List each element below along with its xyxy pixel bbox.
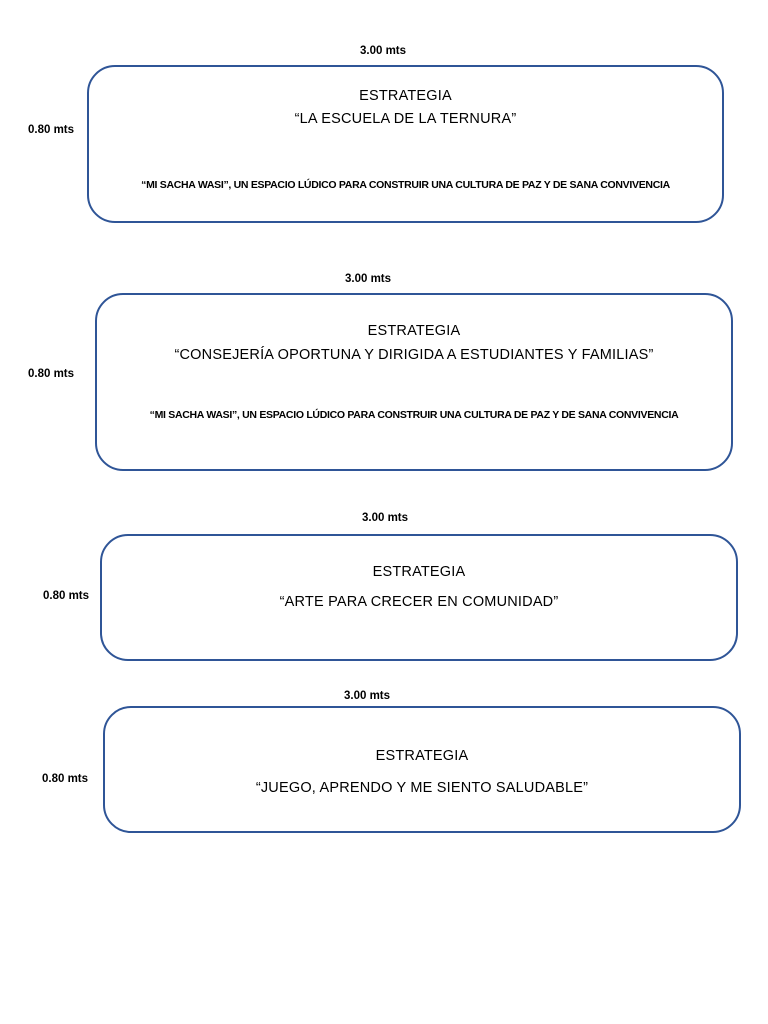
strategy-heading: ESTRATEGIA: [359, 88, 452, 104]
width-label: 3.00 mts: [360, 45, 407, 57]
strategy-title: “LA ESCUELA DE LA TERNURA”: [294, 111, 517, 127]
strategy-subtitle: “MI SACHA WASI”, UN ESPACIO LÚDICO PARA …: [141, 179, 670, 191]
width-label: 3.00 mts: [345, 273, 392, 285]
width-label: 3.00 mts: [362, 512, 409, 524]
strategy-heading: ESTRATEGIA: [372, 564, 466, 580]
strategy-title: “ARTE PARA CRECER EN COMUNIDAD”: [279, 594, 559, 610]
strategy-title: “JUEGO, APRENDO Y ME SIENTO SALUDABLE”: [255, 780, 589, 796]
strategy-title: “CONSEJERÍA OPORTUNA Y DIRIGIDA A ESTUDI…: [174, 347, 654, 363]
strategy-heading: ESTRATEGIA: [375, 748, 469, 764]
strategy-box: ESTRATEGIA “ARTE PARA CRECER EN COMUNIDA…: [100, 534, 738, 661]
strategy-box: ESTRATEGIA “CONSEJERÍA OPORTUNA Y DIRIGI…: [95, 293, 733, 471]
strategy-box: ESTRATEGIA “JUEGO, APRENDO Y ME SIENTO S…: [103, 706, 741, 833]
strategy-subtitle: “MI SACHA WASI”, UN ESPACIO LÚDICO PARA …: [149, 409, 679, 421]
height-label: 0.80 mts: [28, 124, 75, 136]
height-label: 0.80 mts: [28, 368, 75, 380]
strategy-box: ESTRATEGIA “LA ESCUELA DE LA TERNURA” “M…: [87, 65, 724, 223]
width-label: 3.00 mts: [344, 690, 391, 702]
strategy-heading: ESTRATEGIA: [367, 323, 461, 339]
height-label: 0.80 mts: [43, 590, 90, 602]
height-label: 0.80 mts: [42, 773, 89, 785]
